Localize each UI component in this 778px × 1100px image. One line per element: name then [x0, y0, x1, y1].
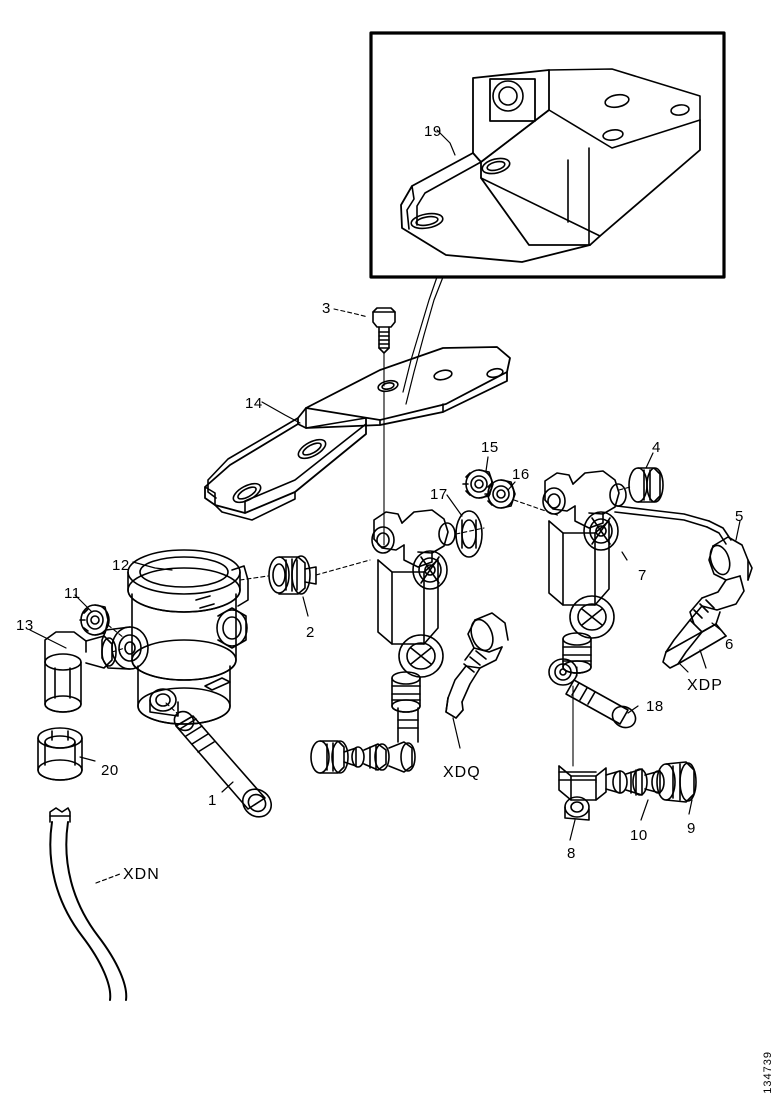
part-16-fitting [484, 479, 516, 509]
elbow-assembly-center [445, 612, 509, 719]
callout-xdq: XDQ [443, 764, 481, 781]
valve-body-a [371, 509, 456, 713]
part-8-tee [558, 765, 607, 821]
part-12-valve-housing [101, 549, 249, 725]
part-18-stud [548, 658, 637, 729]
callout-17: 17 [430, 486, 448, 503]
callout-xdp: XDP [687, 677, 723, 694]
callout-7: 7 [638, 567, 647, 584]
fitting-chain-lower-left [310, 707, 419, 774]
part-9-cap-nut [656, 761, 697, 803]
line-xdp-stub [665, 623, 727, 665]
part-5-elbow [708, 536, 753, 581]
part-3-bolt [372, 307, 396, 354]
part-11-fitting [79, 604, 110, 636]
callout-18: 18 [646, 698, 664, 715]
callout-8: 8 [567, 845, 576, 862]
callout-9: 9 [687, 820, 696, 837]
sheet-number: 134739 [762, 1051, 774, 1094]
line-xdq-stub [445, 697, 464, 719]
callout-15: 15 [481, 439, 499, 456]
part-6-pipe [662, 575, 745, 669]
part-1-long-bolt [173, 710, 273, 818]
part-14-bracket [204, 346, 511, 521]
callout-19: 19 [424, 123, 442, 140]
line-xdn-hose [49, 807, 128, 1001]
callout-3: 3 [322, 300, 331, 317]
callout-10: 10 [630, 827, 648, 844]
callout-2: 2 [306, 624, 315, 641]
part-2-adapter [268, 555, 317, 595]
callout-20: 20 [101, 762, 119, 779]
inset-bracket-19 [400, 68, 701, 263]
inset-detail-box [369, 31, 726, 279]
callout-6: 6 [725, 636, 734, 653]
callout-14: 14 [245, 395, 263, 412]
callout-13: 13 [16, 617, 34, 634]
valve-body-b [542, 470, 627, 674]
callout-xdn: XDN [123, 866, 160, 883]
part-20-cap [37, 727, 83, 781]
callout-16: 16 [512, 466, 530, 483]
part-17-seal-ring [455, 510, 483, 558]
part-7-tube [614, 505, 732, 545]
callout-11: 11 [64, 585, 81, 602]
part-13-elbow [44, 631, 117, 713]
callout-4: 4 [652, 439, 661, 456]
callout-1: 1 [208, 792, 217, 809]
callout-12: 12 [112, 557, 130, 574]
callout-5: 5 [735, 508, 744, 525]
part-10-nipple [605, 768, 665, 796]
part-4-cap-nut [628, 467, 664, 503]
